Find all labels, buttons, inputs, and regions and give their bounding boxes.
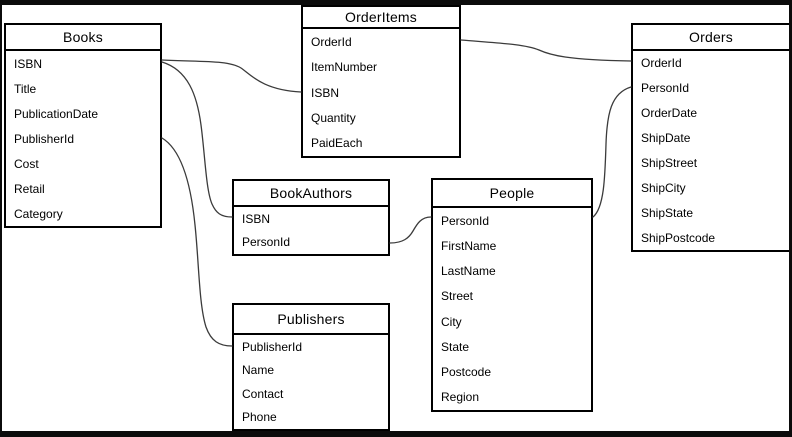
field-people-region[interactable]: Region: [441, 390, 480, 405]
field-books-isbn[interactable]: ISBN: [14, 56, 43, 71]
field-publishers-publisherid[interactable]: PublisherId: [242, 339, 303, 354]
connector-orderitems-orderid-orders-orderid[interactable]: [460, 39, 632, 62]
table-bookauthors-fields: ISBN PersonId: [234, 207, 388, 254]
connector-books-isbn-bookauthors-isbn[interactable]: [161, 61, 233, 218]
table-orders-title[interactable]: Orders: [633, 25, 789, 51]
field-people-postcode[interactable]: Postcode: [441, 365, 492, 380]
field-orders-orderid[interactable]: OrderId: [641, 56, 682, 71]
table-people-title[interactable]: People: [433, 180, 591, 208]
field-books-publisherid[interactable]: PublisherId: [14, 131, 75, 146]
field-people-lastname[interactable]: LastName: [441, 264, 496, 279]
field-people-city[interactable]: City: [441, 314, 462, 329]
field-people-personid[interactable]: PersonId: [441, 213, 490, 228]
field-orderitems-orderid[interactable]: OrderId: [311, 34, 352, 49]
field-publishers-name[interactable]: Name: [242, 363, 275, 378]
window-edge-top: [0, 0, 792, 5]
field-bookauthors-isbn[interactable]: ISBN: [242, 211, 271, 226]
field-books-title[interactable]: Title: [14, 81, 37, 96]
window-edge-left: [0, 0, 2, 437]
window-edge-bottom: [0, 431, 792, 437]
field-orderitems-paideach[interactable]: PaidEach: [311, 136, 363, 151]
table-bookauthors-title[interactable]: BookAuthors: [234, 181, 388, 207]
field-books-cost[interactable]: Cost: [14, 156, 39, 171]
field-people-state[interactable]: State: [441, 339, 470, 354]
field-orderitems-itemnumber[interactable]: ItemNumber: [311, 60, 378, 75]
field-orders-shipstate[interactable]: ShipState: [641, 205, 694, 220]
field-books-retail[interactable]: Retail: [14, 181, 45, 196]
connector-bookauthors-personid-people-personid[interactable]: [389, 216, 432, 244]
field-orderitems-quantity[interactable]: Quantity: [311, 110, 356, 125]
connector-books-isbn-orderitems-isbn[interactable]: [161, 59, 302, 93]
field-orderitems-isbn[interactable]: ISBN: [311, 85, 340, 100]
table-orderitems-title[interactable]: OrderItems: [303, 7, 459, 29]
field-publishers-contact[interactable]: Contact: [242, 386, 284, 401]
table-books-title[interactable]: Books: [6, 25, 160, 51]
field-orders-shipdate[interactable]: ShipDate: [641, 131, 691, 146]
connector-orders-personid-people-personid[interactable]: [592, 86, 632, 218]
window-edge-right: [789, 0, 792, 437]
field-books-category[interactable]: Category: [14, 206, 63, 221]
field-orders-shipcity[interactable]: ShipCity: [641, 180, 686, 195]
field-orders-shippostcode[interactable]: ShipPostcode: [641, 230, 716, 245]
field-orders-personid[interactable]: PersonId: [641, 81, 690, 96]
table-publishers-title[interactable]: Publishers: [234, 305, 388, 335]
field-bookauthors-personid[interactable]: PersonId: [242, 235, 291, 250]
field-publishers-phone[interactable]: Phone: [242, 410, 277, 425]
table-bookauthors[interactable]: BookAuthors ISBN PersonId: [232, 179, 390, 256]
field-people-firstname[interactable]: FirstName: [441, 238, 497, 253]
field-orders-orderdate[interactable]: OrderDate: [641, 106, 698, 121]
connector-books-publisherid-publishers-publisherid[interactable]: [161, 137, 233, 347]
field-orders-shipstreet[interactable]: ShipStreet: [641, 155, 698, 170]
field-people-street[interactable]: Street: [441, 289, 474, 304]
field-books-publicationdate[interactable]: PublicationDate: [14, 106, 99, 121]
